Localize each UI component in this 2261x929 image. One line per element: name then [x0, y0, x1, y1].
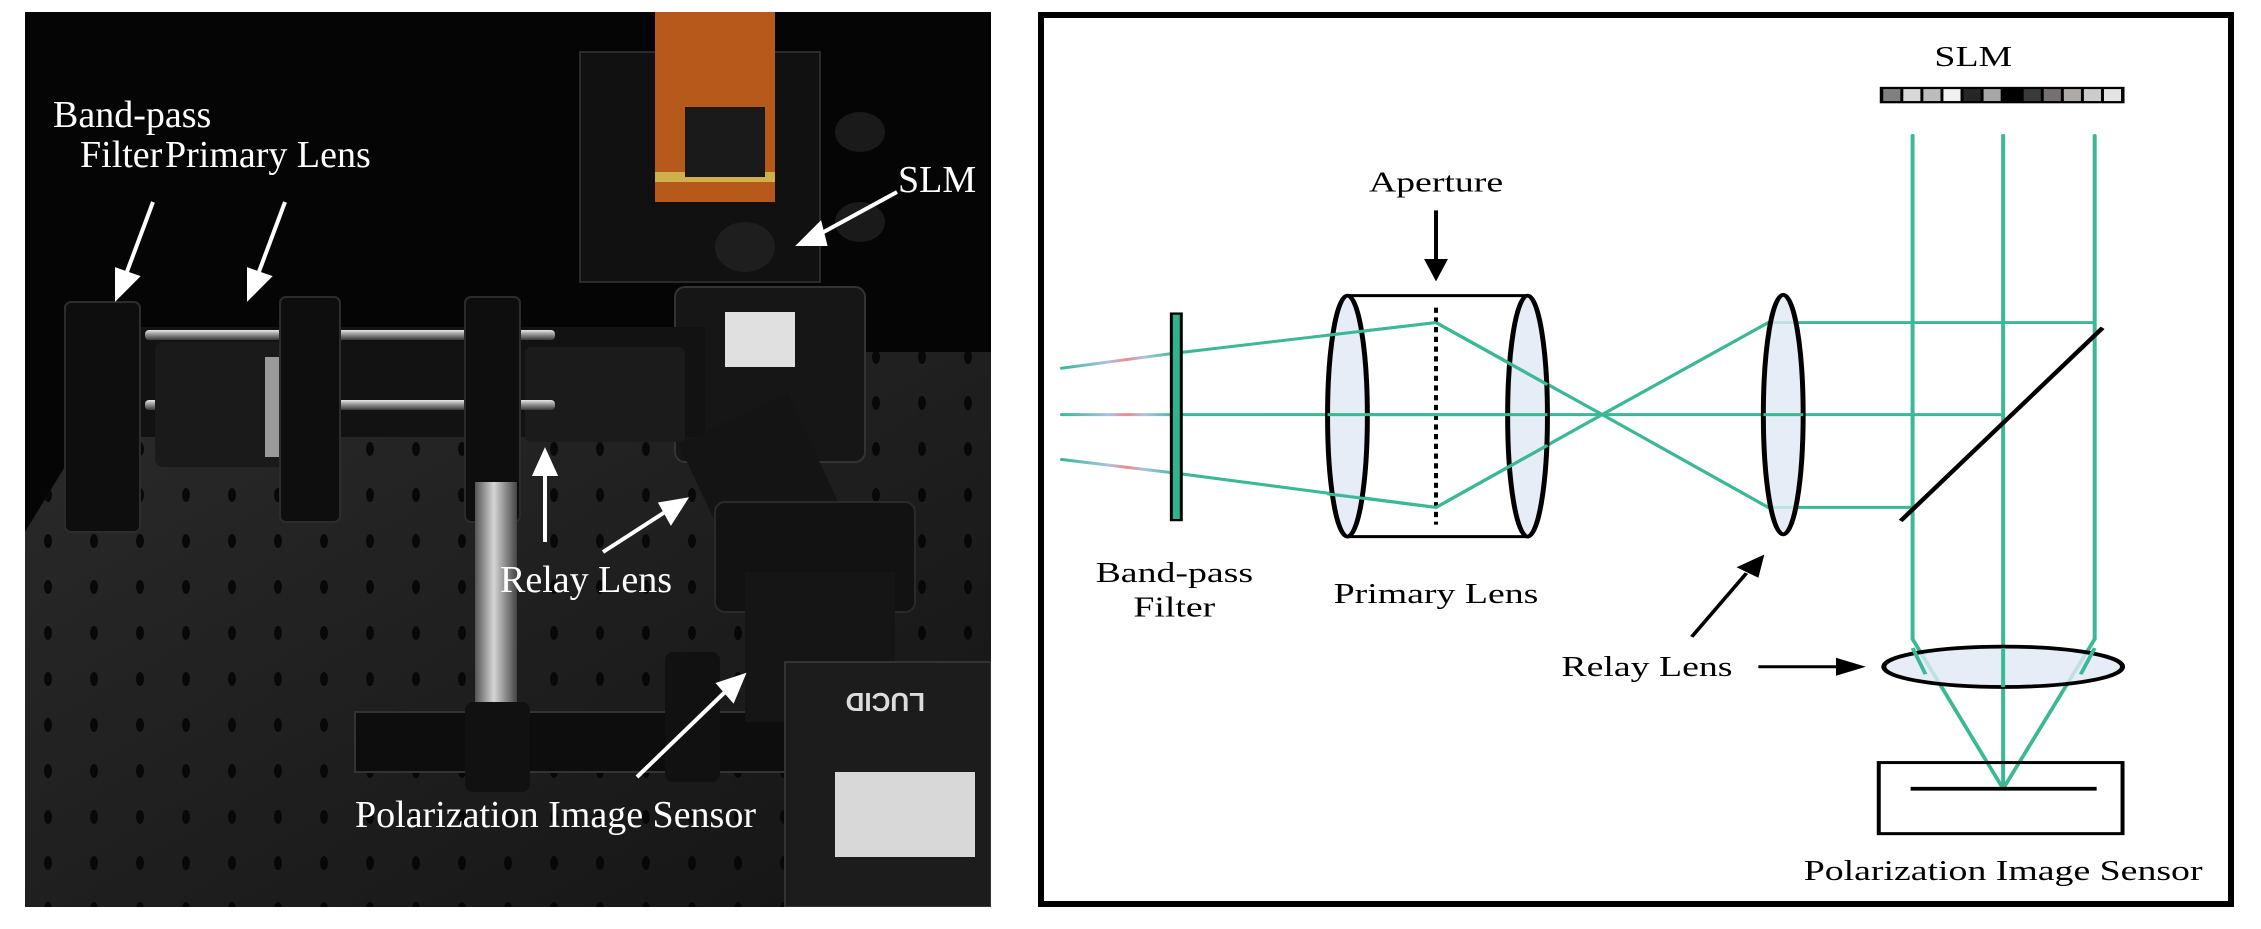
arrow-slm — [819, 190, 898, 236]
photo-label-bandpass-1: Band-pass — [53, 94, 211, 136]
photo-label-sensor: Polarization Image Sensor — [355, 794, 756, 836]
arrow-head-relay-lens-up — [531, 447, 559, 476]
optical-schematic-svg: SLM — [1059, 41, 2203, 887]
adjust-knob-lower — [835, 202, 885, 242]
slm-pixel — [1963, 89, 1981, 102]
beam-incoming-top — [1059, 351, 1177, 370]
arrow-head-slm — [795, 220, 828, 246]
beam-cross-in-lens-2 — [1434, 444, 1549, 509]
cage-rod-upper — [145, 330, 555, 340]
slm-pixel — [2003, 89, 2021, 102]
setup-photo: LUCID Band-pass Filter Primary Lens SLM … — [25, 12, 991, 907]
slm-pixel — [1883, 89, 1901, 102]
photo-label-bandpass-2: Filter — [80, 134, 163, 176]
slm-pixel-strip — [1879, 86, 2125, 104]
slm-pixel — [2103, 89, 2122, 102]
arrow-head-bandpass — [115, 267, 141, 302]
diagram-label-sensor: Polarization Image Sensor — [1804, 855, 2203, 886]
arrow-primary-lens — [255, 201, 287, 278]
sensor-housing — [1876, 761, 2125, 836]
camera-label-sticker — [835, 772, 975, 857]
relay-arrow-horizontal-head — [1835, 657, 1866, 676]
camera-brand-text: LUCID — [846, 687, 925, 717]
cube-label-sticker — [725, 312, 795, 367]
post-holder-right — [665, 652, 720, 782]
diagram-label-bandpass-2: Filter — [1133, 592, 1215, 623]
slm-frame — [1879, 86, 2125, 104]
photo-annotation-arrows — [115, 190, 898, 779]
slm-pixel — [1923, 89, 1941, 102]
arrow-bandpass — [123, 201, 155, 278]
slm-pixel — [2083, 89, 2101, 102]
relay-arrow-diagonal — [1690, 572, 1749, 638]
beams-through-primary — [1327, 321, 1549, 509]
cage-plate-lens — [279, 296, 341, 523]
slm-knob — [715, 222, 775, 272]
slm-pixel — [1983, 89, 2001, 102]
beamsplitter — [1898, 326, 2105, 523]
slm-pixel — [1943, 89, 1961, 102]
diagram-label-bandpass-1: Band-pass — [1096, 558, 1253, 589]
beam-top-in-lens — [1327, 321, 1437, 337]
diagram-label-relay-lens: Relay Lens — [1561, 651, 1732, 682]
slm-pixel — [2063, 89, 2081, 102]
adjust-knob-upper — [835, 112, 885, 152]
slm-pixel — [2023, 89, 2041, 102]
post-left — [475, 482, 517, 732]
diagram-label-aperture: Aperture — [1369, 167, 1503, 198]
bandpass-filter — [1169, 312, 1183, 522]
relay-arrow-diagonal-head — [1736, 554, 1765, 578]
diagram-label-primary-lens: Primary Lens — [1334, 579, 1539, 610]
arrow-relay-lens-diag — [601, 510, 667, 554]
beam-cross-in-lens-1 — [1434, 321, 1549, 386]
aperture-arrow-head — [1424, 258, 1448, 282]
arrow-sensor — [635, 690, 727, 779]
arrow-head-primary-lens — [247, 267, 273, 302]
beams-through-relay-horizontal — [1910, 647, 2097, 687]
slm-clamp — [685, 107, 765, 177]
relay-lens-barrel — [525, 347, 685, 442]
setup-photo-illustration: LUCID Band-pass Filter Primary Lens SLM … — [25, 12, 991, 907]
arrow-head-relay-lens-diag — [657, 497, 690, 526]
beam-incoming-bottom — [1059, 458, 1177, 475]
beam-bottom-in-lens — [1327, 492, 1437, 509]
optical-schematic: SLM — [1038, 12, 2234, 907]
post-holder-left — [465, 702, 530, 792]
cage-plate-filter — [64, 301, 141, 533]
slm-pixel — [1903, 89, 1921, 102]
arrow-head-sensor — [715, 672, 747, 704]
diagram-label-slm: SLM — [1934, 41, 2012, 72]
photo-label-slm: SLM — [898, 159, 976, 201]
light-beams — [1059, 133, 2097, 791]
photo-label-primary-lens: Primary Lens — [165, 134, 371, 176]
photo-label-relay-lens: Relay Lens — [500, 559, 672, 601]
slm-pixel — [2043, 89, 2061, 102]
